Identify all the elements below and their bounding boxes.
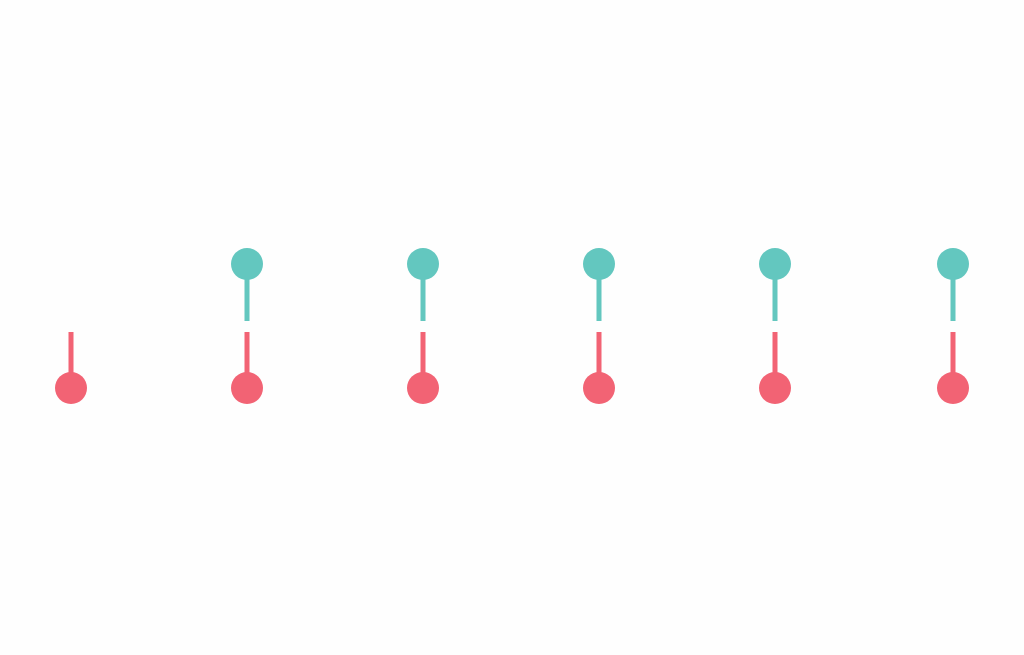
top-pin-head-5: [759, 248, 791, 280]
bottom-pin-head-5: [759, 372, 791, 404]
bottom-pin-head-2: [231, 372, 263, 404]
top-pin-head-6: [937, 248, 969, 280]
top-pin-head-2: [231, 248, 263, 280]
top-pin-head-3: [407, 248, 439, 280]
bottom-pin-head-1: [55, 372, 87, 404]
bottom-pin-head-3: [407, 372, 439, 404]
pin-group: [55, 248, 969, 404]
bottom-pin-head-6: [937, 372, 969, 404]
top-pin-head-4: [583, 248, 615, 280]
bottom-pin-head-4: [583, 372, 615, 404]
